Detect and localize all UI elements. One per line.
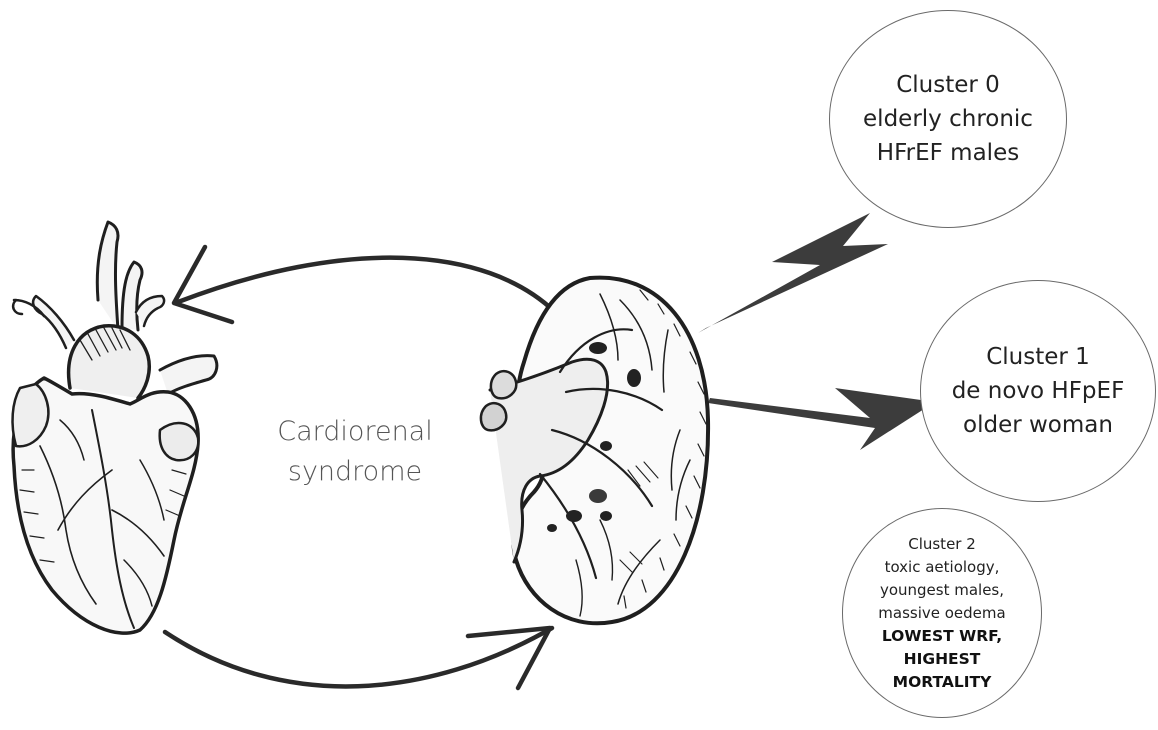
cluster-1-title: Cluster 1 xyxy=(986,340,1090,374)
cardiorenal-syndrome-label: Cardiorenal syndrome xyxy=(255,412,455,492)
cluster-2-circle: Cluster 2 toxic aetiology, youngest male… xyxy=(842,508,1042,718)
arrow-kidney-to-heart xyxy=(178,258,555,312)
center-label-line-2: syndrome xyxy=(255,452,455,492)
cluster-2-emphasis-2: HIGHEST xyxy=(904,648,981,671)
cluster-1-circle: Cluster 1 de novo HFpEF older woman xyxy=(920,280,1156,502)
cluster-2-line-3: youngest males, xyxy=(880,579,1004,602)
cluster-0-circle: Cluster 0 elderly chronic HFrEF males xyxy=(829,10,1067,228)
cluster-0-line-2: elderly chronic xyxy=(863,102,1033,136)
cluster-1-line-3: older woman xyxy=(963,408,1113,442)
arrow-heart-to-kidney xyxy=(165,628,552,686)
cluster-0-line-3: HFrEF males xyxy=(877,136,1019,170)
cluster-2-emphasis-1: LOWEST WRF, xyxy=(882,625,1002,648)
cluster-0-title: Cluster 0 xyxy=(896,68,1000,102)
cluster-2-line-2: toxic aetiology, xyxy=(885,556,1000,579)
cluster-2-line-4: massive oedema xyxy=(878,602,1005,625)
cluster-2-title: Cluster 2 xyxy=(908,533,976,556)
anatomical-kidney-icon xyxy=(481,278,708,624)
lightning-bolt-icon xyxy=(708,388,935,450)
cluster-2-emphasis-3: MORTALITY xyxy=(893,671,992,694)
lightning-bolt-icon xyxy=(698,213,888,333)
cluster-1-line-2: de novo HFpEF xyxy=(952,374,1125,408)
center-label-line-1: Cardiorenal xyxy=(255,412,455,452)
